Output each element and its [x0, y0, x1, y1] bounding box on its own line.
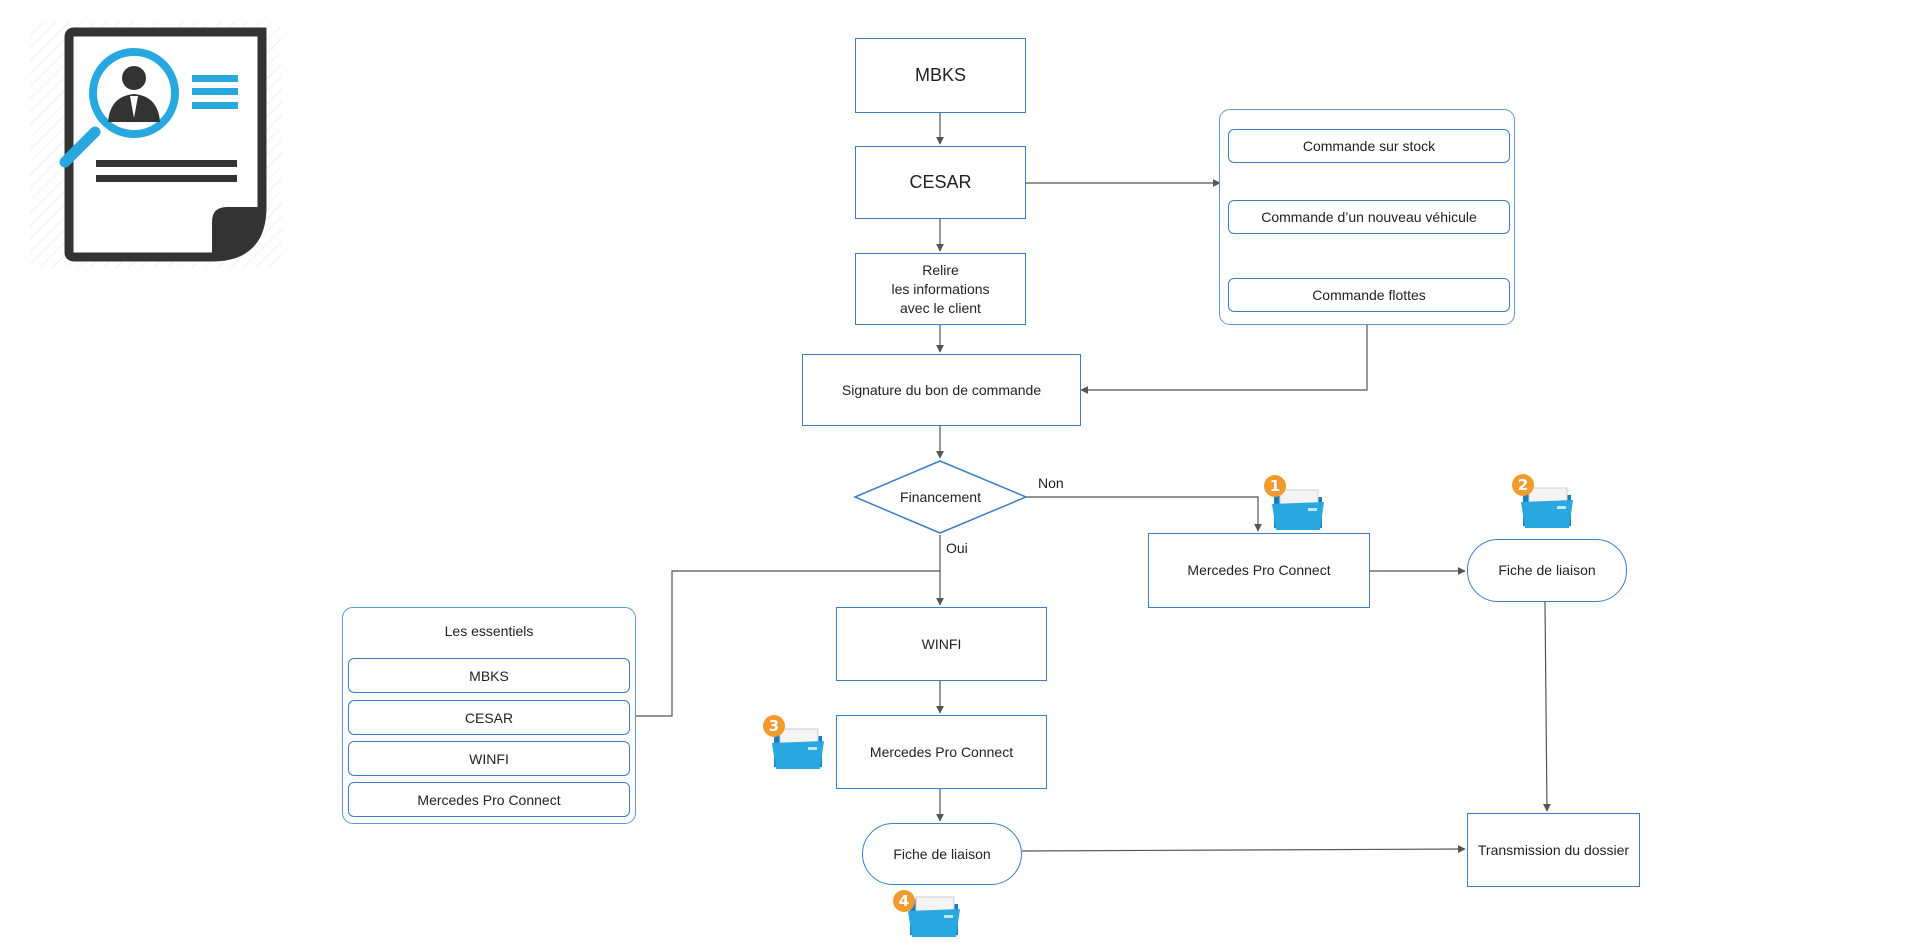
essentiels-item-mbks: MBKS — [348, 658, 630, 693]
branch-non-label: Non — [1038, 475, 1064, 491]
edge-commande-signature — [1080, 325, 1368, 394]
commande-item-flottes-label: Commande flottes — [1312, 287, 1426, 303]
node-mpc-oui-label: Mercedes Pro Connect — [869, 743, 1014, 760]
commande-item-flottes: Commande flottes — [1228, 278, 1510, 312]
essentiels-item-mpc: Mercedes Pro Connect — [348, 782, 630, 817]
essentiels-item-winfi: WINFI — [348, 741, 630, 776]
node-relire-line-3: avec le client — [900, 299, 981, 316]
badge-4: 4 — [893, 890, 915, 912]
node-cesar: CESAR — [855, 146, 1026, 219]
essentiels-item-winfi-label: WINFI — [469, 750, 509, 767]
essentiels-item-mbks-label: MBKS — [469, 667, 509, 684]
branch-oui-label: Oui — [946, 540, 968, 556]
edge-fiche-transmission-oui — [1021, 845, 1466, 854]
edge-fiche-transmission — [1542, 601, 1551, 812]
folder-icon — [772, 728, 824, 769]
node-financement-label: Financement — [900, 489, 981, 505]
node-mpc-non-label: Mercedes Pro Connect — [1187, 562, 1331, 578]
commande-item-nouveau-label: Commande d’un nouveau véhicule — [1261, 209, 1477, 225]
node-relire: Relire les informations avec le client — [855, 253, 1026, 325]
node-fiche-non: Fiche de liaison — [1467, 539, 1627, 602]
badge-3: 3 — [763, 715, 785, 737]
node-winfi-label: WINFI — [921, 635, 962, 652]
node-transmission-label: Transmission du dossier — [1477, 841, 1630, 858]
essentiels-item-cesar: CESAR — [348, 700, 630, 735]
node-fiche-non-label: Fiche de liaison — [1498, 562, 1596, 578]
folder-icon — [1521, 487, 1573, 528]
badge-1: 1 — [1264, 475, 1286, 497]
edge-non-mpc — [1025, 496, 1262, 532]
node-relire-line-1: Relire — [922, 261, 959, 278]
essentiels-item-cesar-label: CESAR — [464, 709, 514, 726]
essentiels-title: Les essentiels — [444, 623, 534, 639]
essentiels-item-mpc-label: Mercedes Pro Connect — [417, 791, 561, 808]
folder-icon — [908, 896, 960, 937]
node-fiche-oui-label: Fiche de liaison — [893, 845, 991, 862]
node-mpc-non: Mercedes Pro Connect — [1148, 533, 1370, 608]
node-mbks: MBKS — [855, 38, 1026, 113]
node-signature-label: Signature du bon de commande — [841, 381, 1042, 398]
node-transmission: Transmission du dossier — [1467, 813, 1640, 887]
commande-item-stock: Commande sur stock — [1228, 129, 1510, 163]
node-relire-line-2: les informations — [891, 280, 990, 297]
commande-item-stock-label: Commande sur stock — [1302, 138, 1436, 154]
edge-oui-essentiels — [635, 570, 940, 717]
folder-icon — [1272, 489, 1324, 530]
node-fiche-oui: Fiche de liaison — [862, 823, 1022, 885]
document-search-person-icon — [59, 27, 267, 262]
commande-item-nouveau: Commande d’un nouveau véhicule — [1228, 200, 1510, 234]
node-cesar-label: CESAR — [909, 172, 972, 192]
node-mpc-oui: Mercedes Pro Connect — [836, 715, 1047, 789]
financement-diamond — [853, 460, 1028, 534]
badge-2: 2 — [1512, 474, 1534, 496]
node-winfi: WINFI — [836, 607, 1047, 681]
node-signature: Signature du bon de commande — [802, 354, 1081, 426]
node-mbks-label: MBKS — [914, 65, 966, 85]
